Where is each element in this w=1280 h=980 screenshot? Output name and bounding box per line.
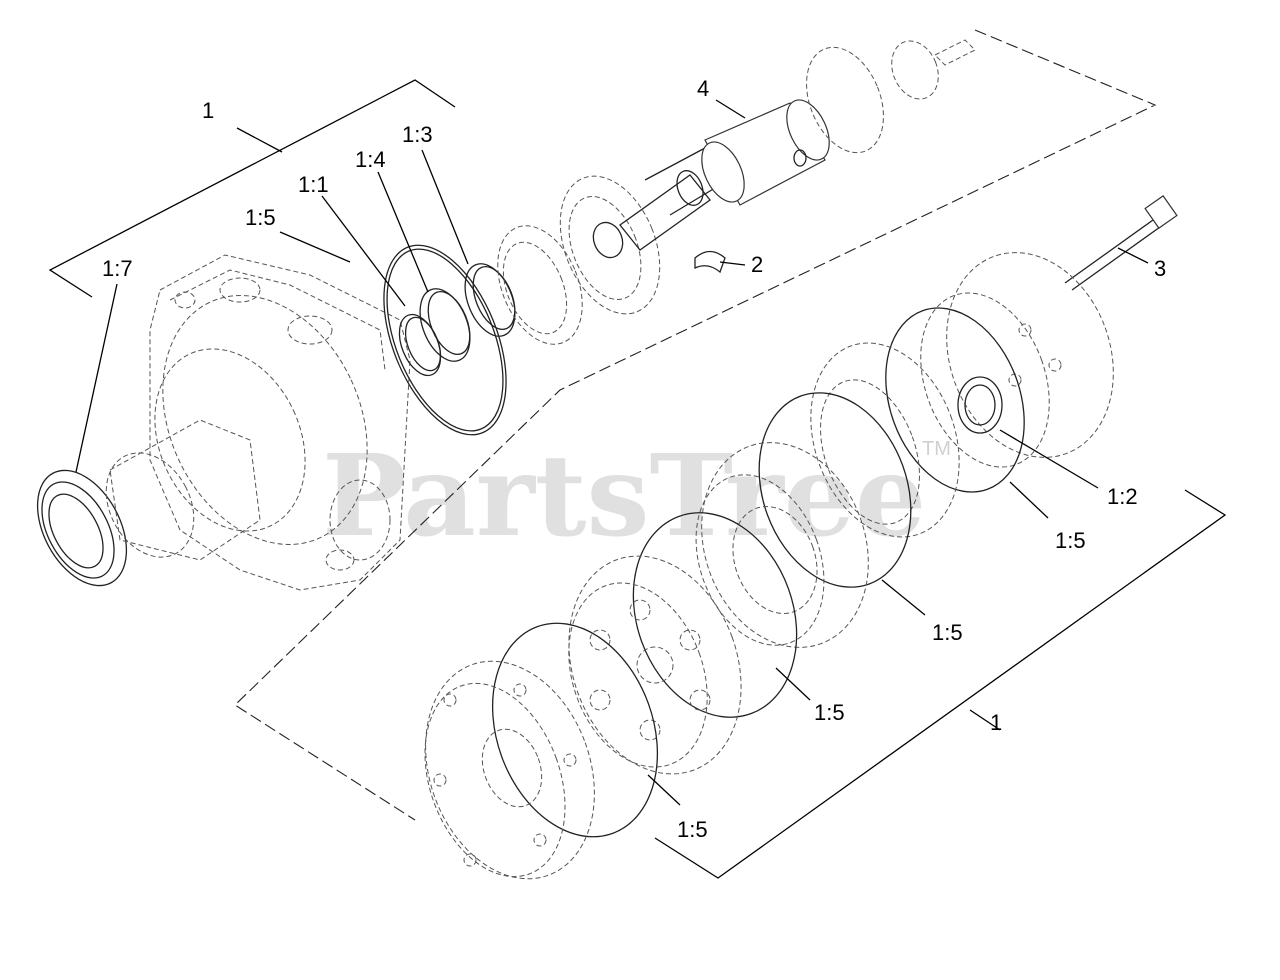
seal-1-2 bbox=[957, 376, 1003, 434]
callout-1-3: 1:3 bbox=[402, 122, 433, 147]
callout-4: 4 bbox=[697, 76, 709, 101]
callout-1-5-r3: 1:5 bbox=[814, 700, 845, 725]
gerotor-set bbox=[568, 555, 742, 775]
sleeve-4 bbox=[701, 99, 830, 206]
watermark: PartsTree TM bbox=[322, 431, 951, 562]
o-ring-1-5-r3 bbox=[632, 512, 798, 718]
watermark-trademark: TM bbox=[922, 438, 951, 460]
callout-1-5-r4: 1:5 bbox=[677, 817, 708, 842]
callout-1-7: 1:7 bbox=[102, 256, 133, 281]
leader-lines bbox=[75, 99, 1149, 806]
bolt-3 bbox=[1064, 195, 1178, 291]
motor-housing bbox=[105, 254, 411, 591]
bearing-stack bbox=[497, 175, 661, 345]
seal-1-7 bbox=[36, 469, 128, 587]
o-ring-1-5-r1 bbox=[885, 307, 1025, 493]
callout-assembly-bottom: 1 bbox=[990, 710, 1002, 735]
end-cap bbox=[920, 252, 1114, 468]
o-ring-1-5-r2 bbox=[758, 392, 912, 588]
callout-assembly-top: 1 bbox=[202, 98, 214, 123]
shaft-rings bbox=[398, 263, 516, 377]
callout-1-4: 1:4 bbox=[355, 147, 386, 172]
callout-1-5-r1: 1:5 bbox=[1055, 528, 1086, 553]
callout-2: 2 bbox=[751, 252, 763, 277]
end-plate bbox=[424, 660, 595, 880]
key-2 bbox=[694, 250, 726, 274]
callout-1-2: 1:2 bbox=[1107, 484, 1138, 509]
callout-1-5-top: 1:5 bbox=[245, 205, 276, 230]
o-ring-1-5-r4 bbox=[491, 622, 659, 838]
assembly-bracket-bottom bbox=[654, 489, 1227, 879]
assembly-bracket-top bbox=[48, 79, 456, 298]
watermark-text: PartsTree bbox=[322, 431, 926, 562]
callout-3: 3 bbox=[1154, 256, 1166, 281]
callout-1-5-r2: 1:5 bbox=[932, 620, 963, 645]
callout-1-1: 1:1 bbox=[298, 172, 329, 197]
callout-labels: 1 1:7 1:5 1:1 1:4 1:3 4 2 3 1:2 1:5 1:5 … bbox=[102, 76, 1166, 842]
o-ring-1-5-top bbox=[383, 244, 507, 436]
wear-plate bbox=[810, 342, 960, 538]
manifold-plate bbox=[695, 442, 869, 648]
assembly-boundary bbox=[234, 29, 1157, 821]
